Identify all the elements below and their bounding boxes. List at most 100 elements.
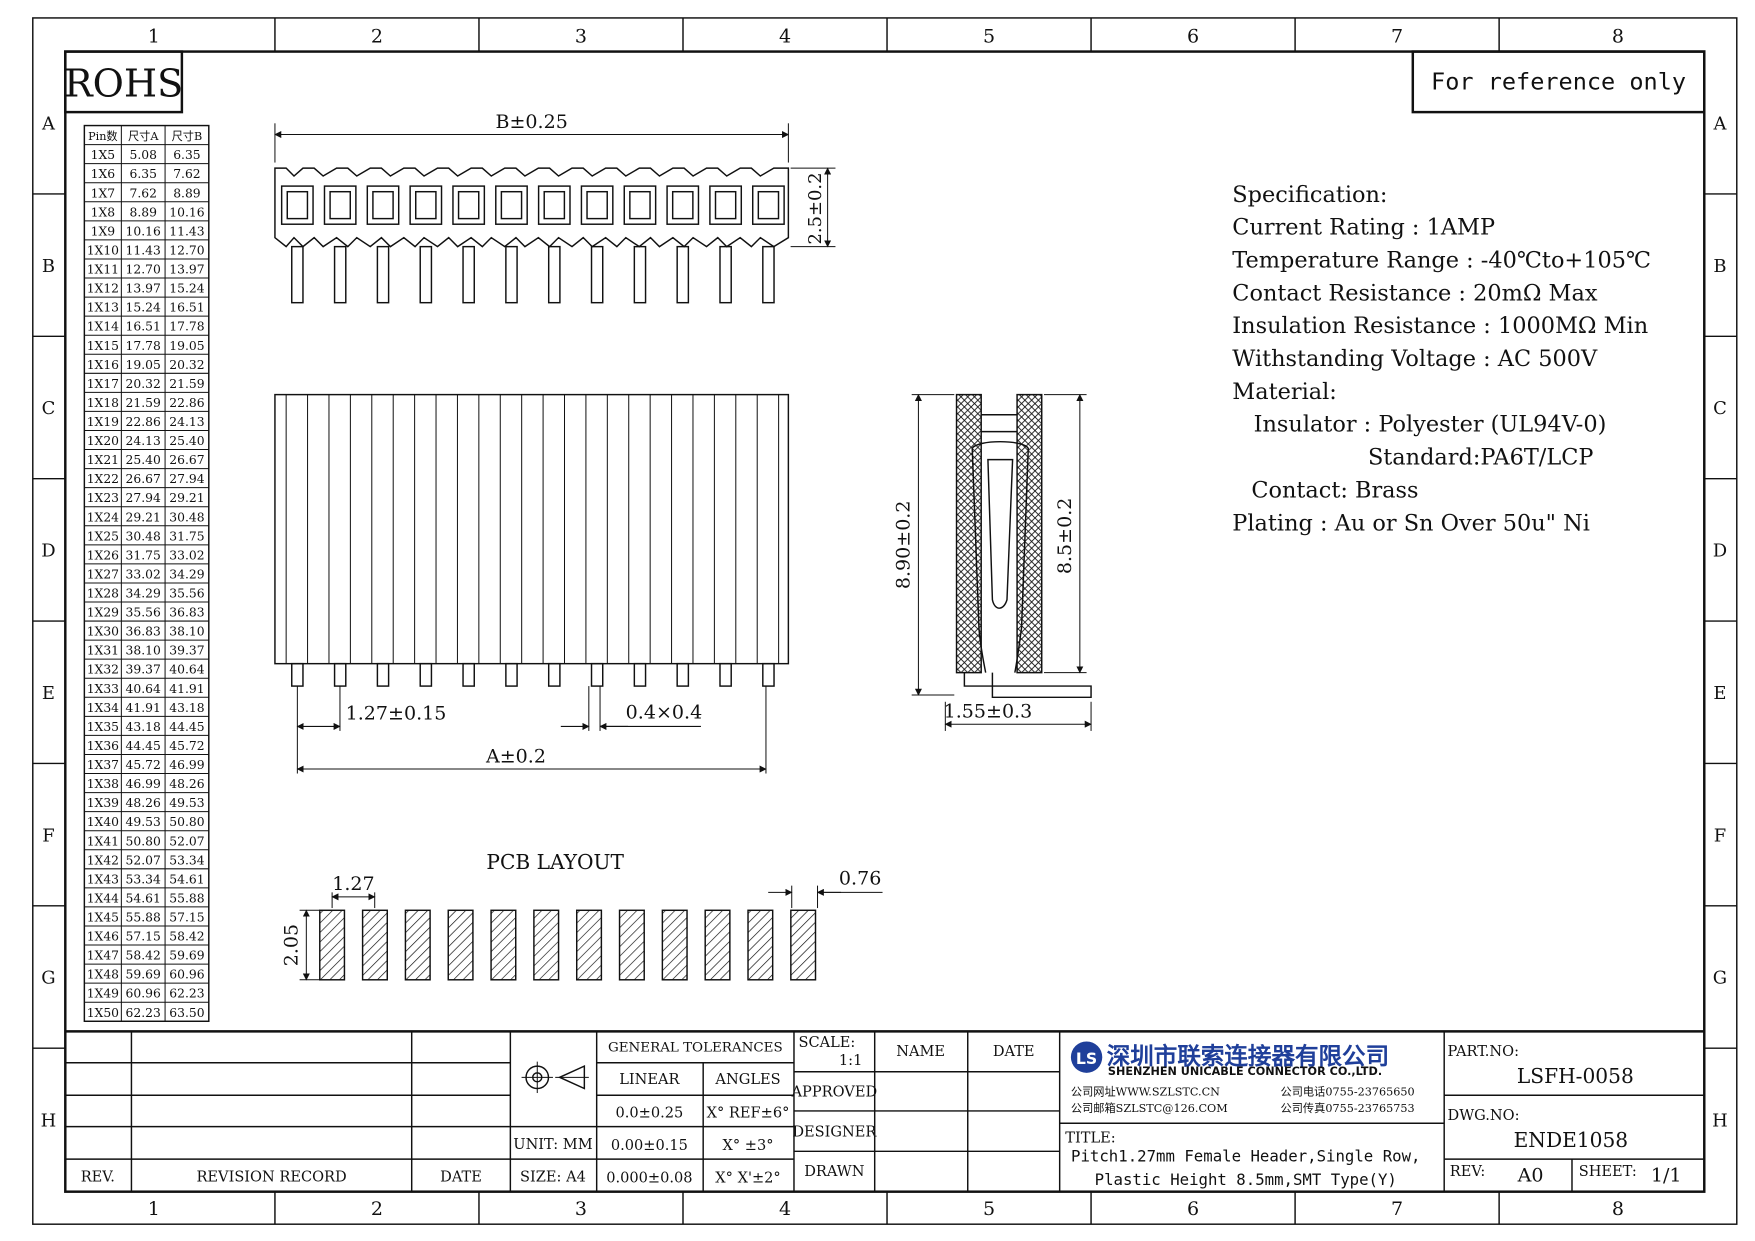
part-no-value: LSFH-0058 [1517,1064,1634,1088]
size-table-cell: 52.07 [126,853,161,867]
logo-mark: LS [1076,1049,1097,1068]
row-marker-left: H [41,1111,57,1132]
pcb-pad [404,909,431,981]
size-table-cell: 31.75 [169,529,204,543]
tolerance-angle: X° REF±6° [707,1105,790,1122]
front-pin [762,662,775,687]
cavity-outer [409,185,443,225]
reference-note: For reference only [1431,68,1686,96]
pcb-pad-length-label: 2.05 [280,924,302,966]
dim-foot-label: 1.55±0.3 [944,700,1033,722]
size-table-cell: 19.05 [169,339,204,353]
size-table-header: Pin数 [88,129,118,143]
size-table-cell: 19.05 [126,358,161,372]
cavity-inner [329,190,351,220]
unit-label: UNIT: MM [513,1136,592,1153]
size-table-cell: 46.99 [126,777,161,791]
cavity-outer [323,185,357,225]
size-table-cell: 13.97 [126,282,161,296]
front-pin [676,662,690,687]
size-table-cell: 20.32 [169,358,204,372]
front-pin [505,662,518,687]
size-table-cell: 57.15 [169,911,204,925]
size-table-cell: 48.26 [126,796,161,810]
cavity-inner [286,190,309,220]
top-pin [376,245,390,304]
size-table-cell: 5.08 [129,148,157,162]
size-table-cell: 22.86 [169,396,204,410]
size-table-cell: 1X10 [87,243,119,257]
cavity-outer [280,185,314,225]
company-web: 公司网址WWW.SZLSTC.CN [1071,1084,1220,1098]
revision-date-header: DATE [440,1169,482,1186]
size-table-cell: 8.89 [129,205,157,219]
top-view: B±0.25 2.5±0.2 [274,111,836,304]
cavity-inner [714,190,737,220]
front-pin [333,662,347,687]
top-pin [462,245,475,304]
rohs-box [64,50,184,114]
front-pin [419,662,433,687]
size-table-cell: 21.59 [169,377,204,391]
size-table-cell: 38.10 [126,644,161,658]
size-table-cell: 11.43 [126,243,161,257]
size-table-cell: 1X8 [91,205,116,219]
pcb-pad [361,909,388,981]
size-table-cell: 1X19 [87,415,119,429]
size-table-cell: 50.80 [126,834,161,848]
top-pin [762,245,775,304]
pcb-pad-width-label: 0.76 [839,868,881,890]
sheet-label: SHEET: [1579,1163,1637,1180]
size-table-cell: 59.69 [126,968,161,982]
row-marker-left: G [41,968,55,989]
top-pin [719,245,732,304]
size-table-header: 尺寸B [172,129,203,143]
size-table-cell: 22.86 [126,415,161,429]
top-pin [590,245,604,304]
pcb-pad [533,909,560,981]
row-marker-right: F [1714,825,1726,846]
pcb-pad [319,909,346,981]
size-table-cell: 1X40 [87,815,119,829]
front-pin [590,662,604,687]
dim-body-height-label: 8.5±0.2 [1054,498,1076,575]
title-label: TITLE: [1065,1129,1115,1146]
cavity-inner [671,190,694,220]
approved-label: APPROVED [791,1083,878,1100]
reference-note-box [1411,50,1706,114]
sheet-value: 1/1 [1651,1165,1682,1187]
revision-record-header: REVISION RECORD [196,1169,346,1186]
pcb-pad [790,909,817,981]
company-name-en: SHENZHEN UNICABLE CONNECTOR CO.,LTD. [1108,1065,1382,1078]
size-table-cell: 63.50 [169,1006,204,1020]
size-table-cell: 24.13 [126,434,161,448]
size-table-cell: 1X38 [87,777,119,791]
row-marker-right: D [1713,541,1727,562]
size-table-cell: 49.53 [126,815,161,829]
size-table-cell: 11.43 [169,224,204,238]
date-header: DATE [993,1043,1035,1060]
size-table-cell: 10.16 [126,224,161,238]
row-marker-right: G [1713,968,1727,989]
size-table-cell: 1X35 [87,720,119,734]
size-table-cell: 16.51 [126,320,161,334]
size-table-cell: 24.13 [169,415,204,429]
cavity-outer [366,185,400,225]
pcb-pitch-label: 1.27 [332,873,374,895]
column-marker-bottom: 1 [148,1198,160,1220]
row-marker-right: A [1712,113,1727,134]
dim-total-height-label: 8.90±0.2 [892,500,914,589]
size-table-cell: 36.83 [169,606,204,620]
size-table-cell: 1X7 [91,186,115,200]
front-view: A±0.2 1.27±0.15 0.4×0.4 [274,393,790,774]
column-marker-bottom: 6 [1187,1198,1199,1220]
size-table-cell: 10.16 [169,205,204,219]
spec-line: Specification: [1232,182,1387,208]
size-table-cell: 55.88 [126,911,161,925]
size-table-cell: 8.89 [173,186,201,200]
column-marker-bottom: 5 [983,1198,995,1220]
column-marker-bottom: 7 [1391,1198,1403,1220]
size-label: SIZE: A4 [520,1169,586,1186]
size-table-cell: 1X46 [87,930,119,944]
